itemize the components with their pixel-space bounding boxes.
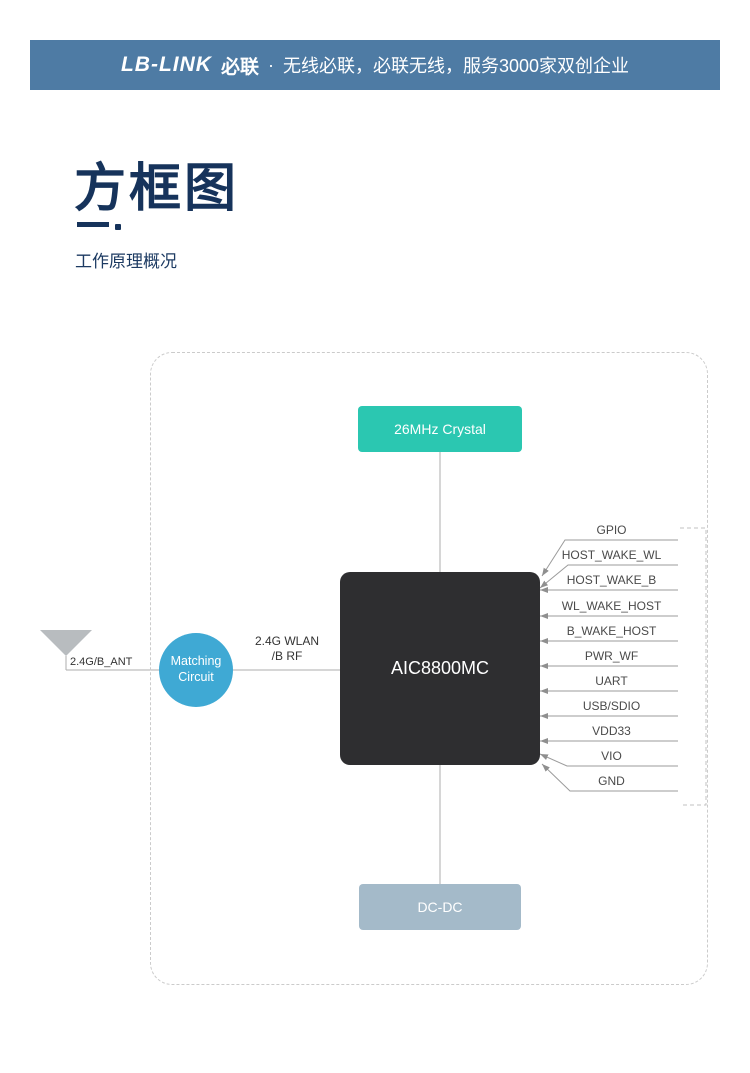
header-banner: LB-LINK 必联 · 无线必联，必联无线，服务3000家双创企业 [30, 40, 720, 90]
page-title: 方框图 [74, 160, 240, 218]
rf-label-line2: /B RF [271, 649, 303, 663]
subtitle: 工作原理概况 [75, 252, 177, 271]
signal-line-host-wake-wl [539, 564, 678, 589]
signal-line-vio [539, 753, 678, 767]
crystal-block: 26MHz Crystal [358, 406, 522, 452]
antenna-icon [40, 630, 92, 656]
dcdc-block: DC-DC [359, 884, 521, 930]
antenna-label: 2.4G/B_ANT [70, 656, 133, 668]
signal-label-pwr-wf: PWR_WF [584, 649, 639, 663]
signal-line-gpio [541, 539, 678, 577]
signal-label-usb-sdio: USB/SDIO [582, 699, 641, 713]
separator-dot: · [267, 54, 274, 75]
signal-label-vdd33: VDD33 [592, 724, 631, 738]
diagram-lines [40, 452, 707, 884]
diagram-boundary [150, 352, 708, 985]
chip-block: AIC8800MC [340, 572, 540, 765]
matching-circuit-block: Matching Circuit [159, 633, 233, 707]
signal-line-gnd [541, 763, 678, 792]
lb-link-logo: LB-LINK [120, 53, 212, 76]
signal-label-gnd: GND [598, 774, 625, 788]
signal-bus-bracket [680, 527, 707, 806]
signal-label-gpio: GPIO [596, 523, 627, 537]
signal-label-host-wake-b: HOST_WAKE_B [566, 573, 657, 587]
block-diagram: 26MHz Crystal AIC8800MC DC-DC Matching C… [0, 340, 750, 1040]
matching-circuit-line1: Matching [170, 654, 222, 669]
matching-circuit-line2: Circuit [178, 670, 214, 684]
signal-label-host-wake-wl: HOST_WAKE_WL [561, 548, 662, 562]
slogan-text: 无线必联，必联无线，服务3000家双创企业 [282, 56, 630, 76]
brand-name: 必联 [220, 56, 259, 78]
signal-label-b-wake-host: B_WAKE_HOST [566, 624, 657, 638]
title-underline-dot [115, 224, 121, 230]
signal-label-wl-wake-host: WL_WAKE_HOST [561, 599, 662, 613]
rf-label-line1: 2.4G WLAN [254, 634, 320, 648]
signal-label-uart: UART [595, 674, 628, 688]
signal-label-vio: VIO [601, 749, 622, 763]
title-underline-bar [77, 222, 109, 227]
rf-label: 2.4G WLAN /B RF [237, 634, 337, 664]
